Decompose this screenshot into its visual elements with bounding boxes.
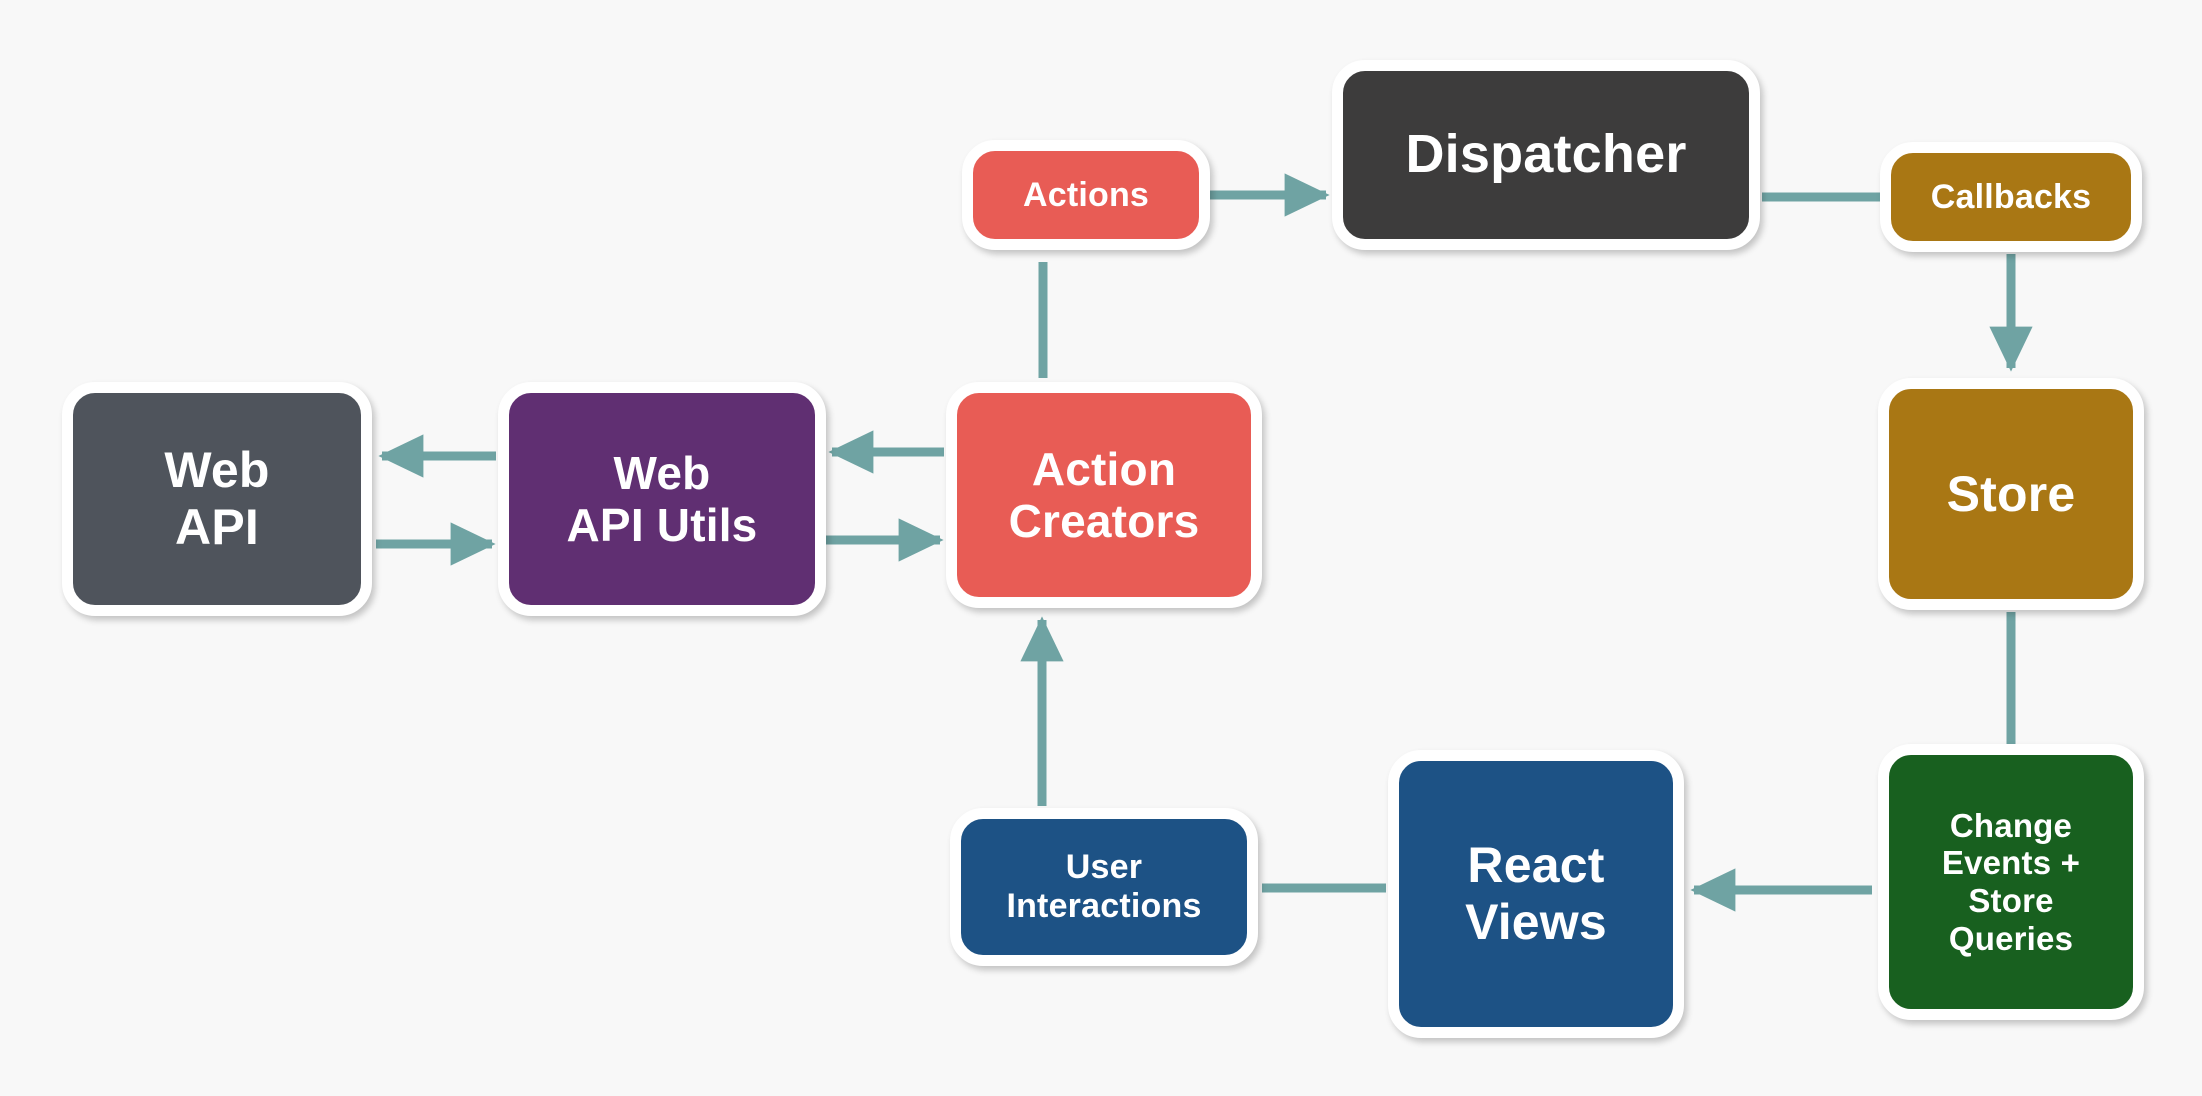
- node-change-events-store-queries[interactable]: Change Events + Store Queries: [1878, 744, 2144, 1020]
- node-store[interactable]: Store: [1878, 378, 2144, 610]
- node-web-api-utils-label: Web API Utils: [566, 446, 758, 551]
- node-web-api-label: Web API: [164, 442, 270, 555]
- node-react-views[interactable]: React Views: [1388, 750, 1684, 1038]
- node-callbacks[interactable]: Callbacks: [1880, 142, 2142, 252]
- node-web-api[interactable]: Web API: [62, 382, 372, 616]
- node-store-label: Store: [1946, 465, 2076, 522]
- node-actions-label: Actions: [1022, 175, 1150, 214]
- node-change-events-store-queries-label: Change Events + Store Queries: [1941, 806, 2081, 957]
- node-dispatcher[interactable]: Dispatcher: [1332, 60, 1760, 250]
- node-action-creators[interactable]: Action Creators: [946, 382, 1262, 608]
- node-dispatcher-label: Dispatcher: [1405, 124, 1687, 185]
- node-actions[interactable]: Actions: [962, 140, 1210, 250]
- node-web-api-utils[interactable]: Web API Utils: [498, 382, 826, 616]
- node-user-interactions[interactable]: User Interactions: [950, 808, 1258, 966]
- node-callbacks-label: Callbacks: [1930, 177, 2092, 216]
- node-action-creators-label: Action Creators: [1008, 442, 1200, 547]
- node-user-interactions-label: User Interactions: [1006, 848, 1202, 925]
- node-react-views-label: React Views: [1465, 837, 1607, 950]
